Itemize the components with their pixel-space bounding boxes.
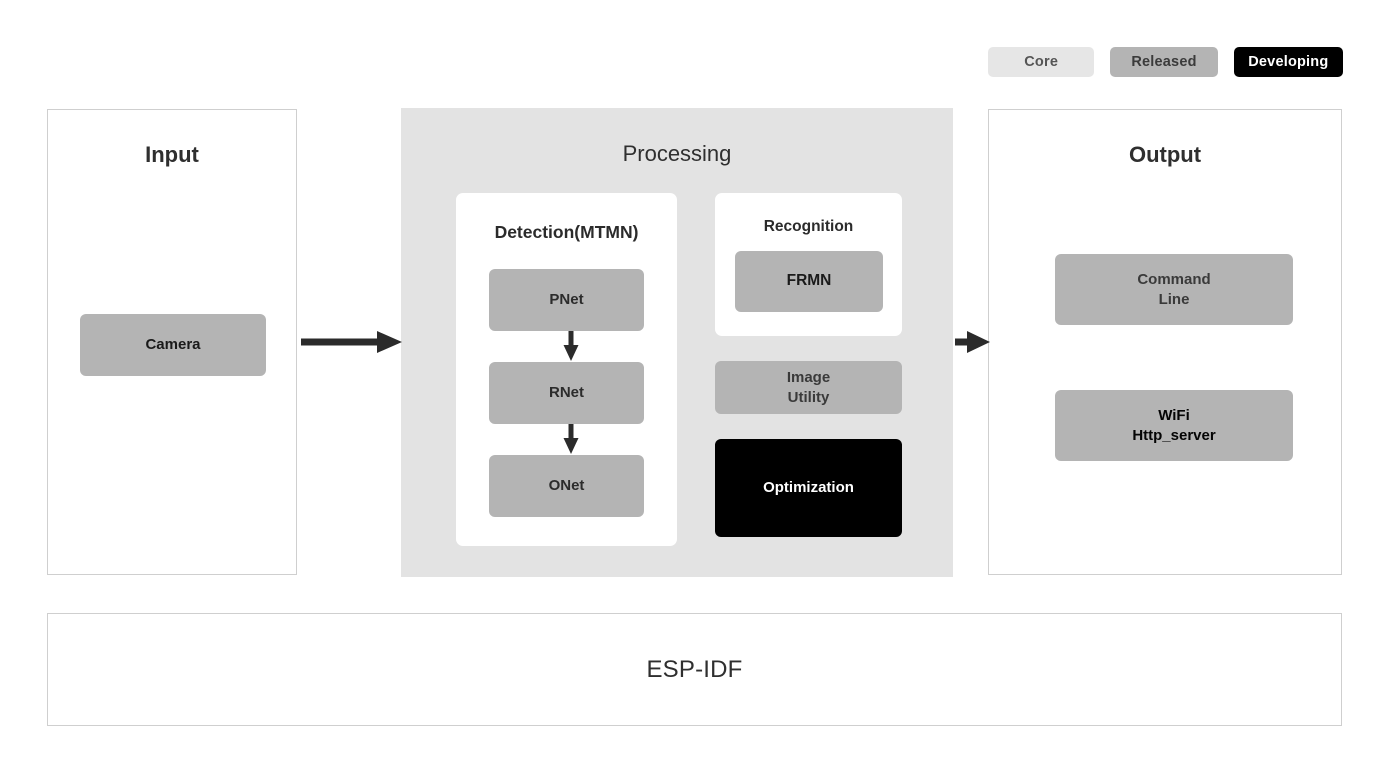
subpanel-detection-title: Detection(MTMN): [494, 222, 639, 242]
node-optimization[interactable]: Optimization: [715, 439, 902, 537]
subpanel-recognition: Recognition FRMN: [715, 193, 902, 336]
arrow-rnet-to-onet-icon: [562, 424, 580, 455]
subpanel-detection: Detection(MTMN) PNet RNet ONet: [456, 193, 677, 546]
legend: Core Released Developing: [988, 47, 1343, 77]
subpanel-recognition-title: Recognition: [763, 218, 854, 235]
panel-input: Input Camera: [47, 109, 297, 575]
panel-output: Output Command Line WiFi Http_server: [988, 109, 1342, 575]
legend-badge-developing[interactable]: Developing: [1233, 47, 1343, 77]
panel-output-title: Output: [1128, 142, 1202, 167]
legend-badge-core[interactable]: Core: [988, 47, 1095, 77]
node-onet[interactable]: ONet: [489, 455, 644, 517]
node-camera[interactable]: Camera: [80, 314, 266, 376]
node-command-line[interactable]: Command Line: [1055, 254, 1293, 325]
espidf-label: ESP-IDF: [646, 655, 743, 683]
node-rnet[interactable]: RNet: [489, 362, 644, 424]
node-pnet[interactable]: PNet: [489, 269, 644, 331]
node-image-utility[interactable]: Image Utility: [715, 361, 902, 414]
legend-badge-released[interactable]: Released: [1110, 47, 1218, 77]
arrow-pnet-to-rnet-icon: [562, 331, 580, 362]
panel-processing: Processing Detection(MTMN) PNet RNet ONe…: [401, 108, 953, 577]
arrow-processing-to-output-icon: [955, 327, 991, 357]
panel-input-title: Input: [145, 142, 199, 167]
arrow-input-to-processing-icon: [301, 327, 403, 357]
panel-processing-title: Processing: [622, 141, 732, 166]
node-frmn[interactable]: FRMN: [735, 251, 883, 312]
panel-espidf: ESP-IDF: [47, 613, 1342, 726]
node-wifi-http-server[interactable]: WiFi Http_server: [1055, 390, 1293, 461]
